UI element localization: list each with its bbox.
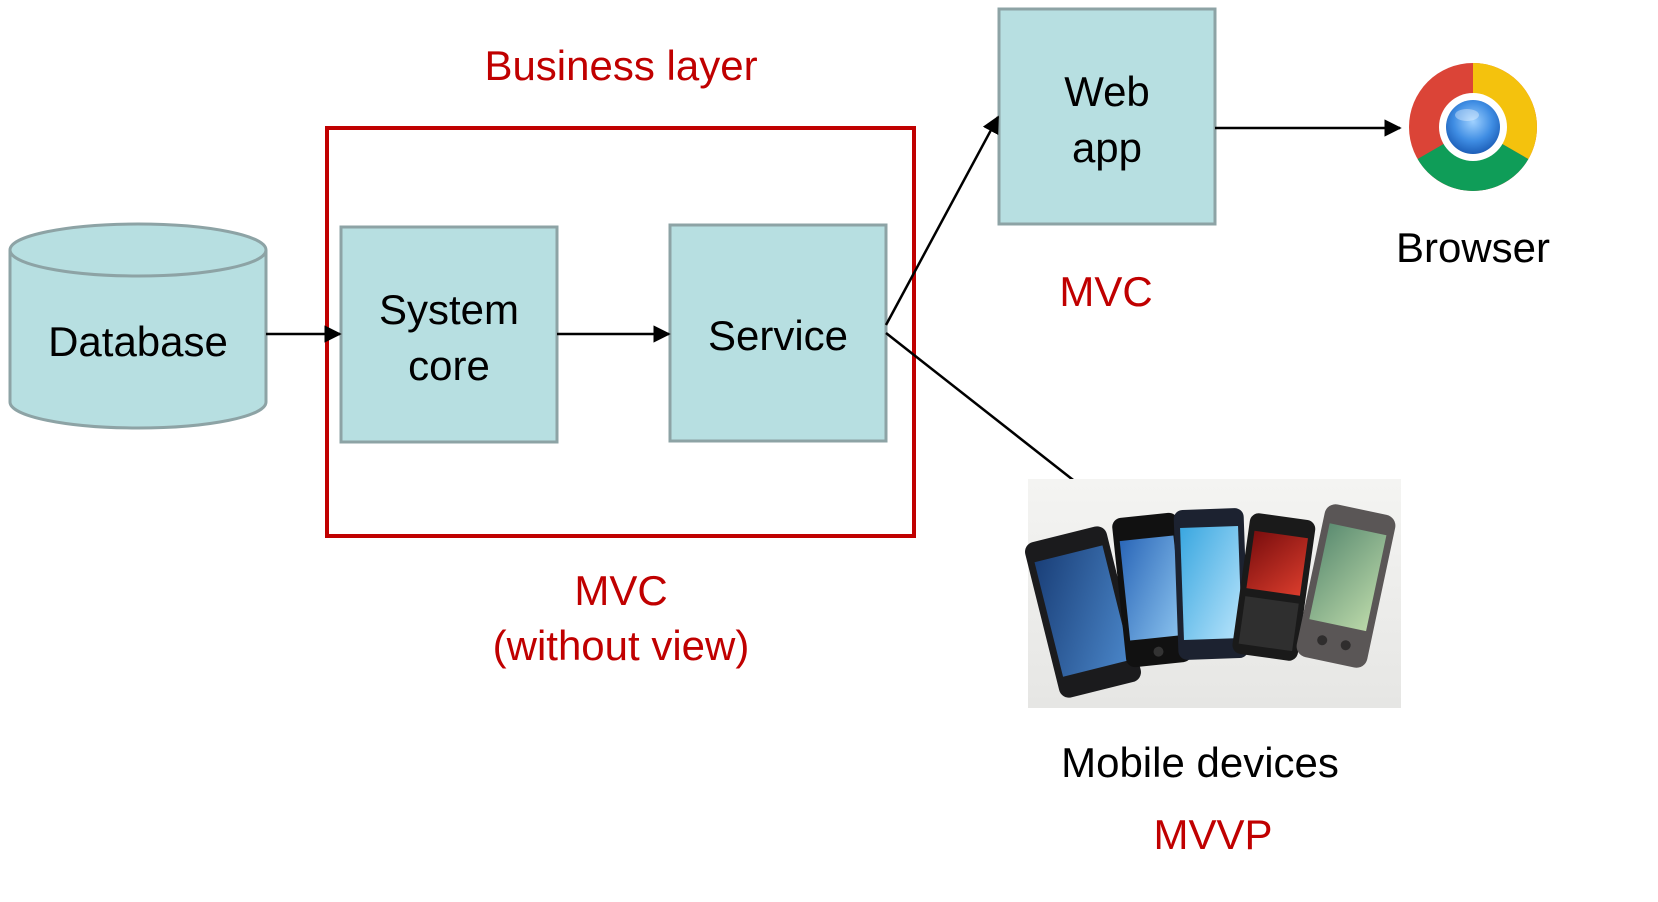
system-core-node: System core	[339, 225, 559, 444]
web-app-label-line1: Web	[1064, 68, 1150, 115]
service-label: Service	[708, 312, 848, 359]
system-core-label-line1: System	[379, 286, 519, 333]
smartphones-photo	[1025, 479, 1401, 708]
arrow-service-to-mobile	[885, 332, 1107, 507]
arrow-service-to-web-app	[884, 115, 1000, 326]
mvc-business-label: MVC	[574, 567, 667, 614]
mvc-business-sublabel: (without view)	[493, 622, 750, 669]
system-core-label-line2: core	[408, 342, 490, 389]
web-app-node: Web app	[997, 7, 1217, 226]
service-node: Service	[668, 223, 888, 443]
web-app-label-line2: app	[1072, 124, 1142, 171]
database-node: Database	[8, 222, 268, 430]
mvvp-mobile-label: MVVP	[1153, 811, 1272, 858]
chrome-browser-icon	[1409, 63, 1537, 191]
business-layer-title: Business layer	[484, 42, 757, 89]
mvc-web-label: MVC	[1059, 268, 1152, 315]
mobile-devices-label: Mobile devices	[1061, 739, 1339, 786]
database-label: Database	[48, 318, 228, 365]
browser-label: Browser	[1396, 224, 1550, 271]
